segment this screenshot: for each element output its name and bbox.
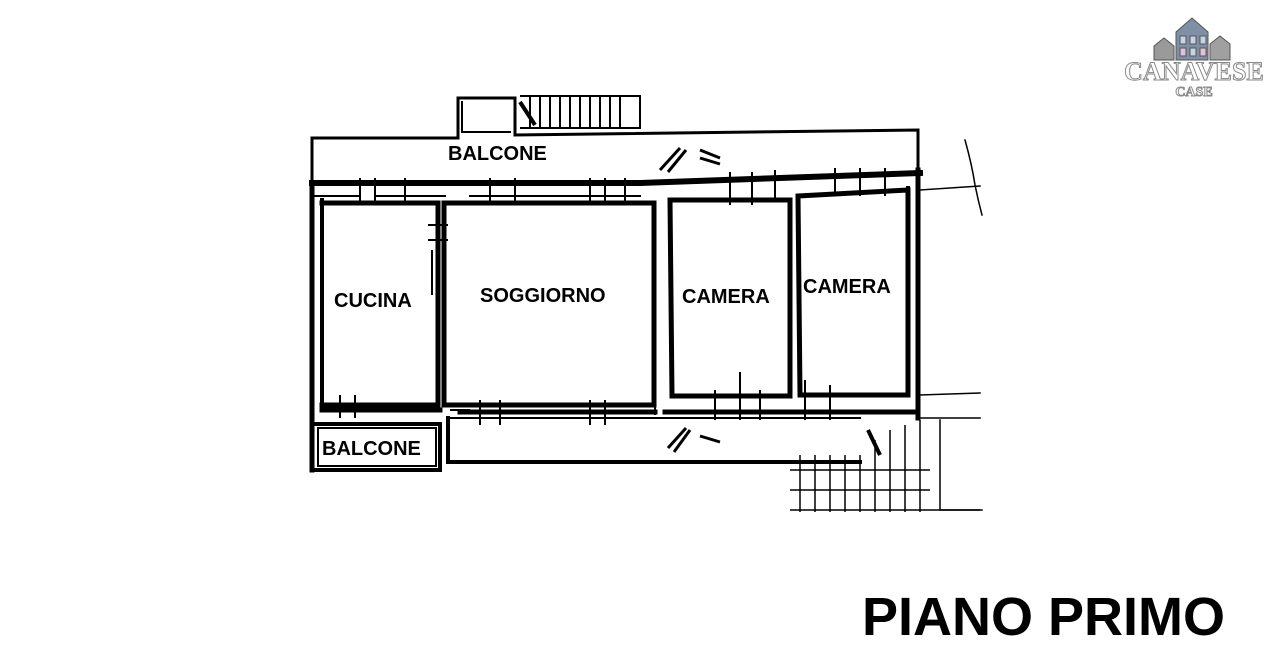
staircase-bottom [790, 420, 980, 512]
soggiorno-label: SOGGIORNO [480, 285, 606, 307]
cucina-label: CUCINA [334, 290, 412, 312]
logo-name: CANAVESE [1124, 57, 1264, 86]
walls [309, 96, 983, 511]
logo-sub: CASE [1175, 85, 1212, 100]
hatch-marks [658, 146, 721, 453]
camera-1-label: CAMERA [682, 286, 770, 308]
staircase-top [518, 95, 641, 129]
houses-icon [1153, 17, 1231, 61]
door-openings [339, 168, 886, 425]
floor-title: PIANO PRIMO [862, 587, 1226, 647]
balcone-bottom-label: BALCONE [322, 438, 421, 460]
canavese-case-logo: CANAVESE CASE [1124, 17, 1264, 100]
camera-2-label: CAMERA [803, 276, 891, 298]
balcone-top-label: BALCONE [448, 143, 547, 165]
